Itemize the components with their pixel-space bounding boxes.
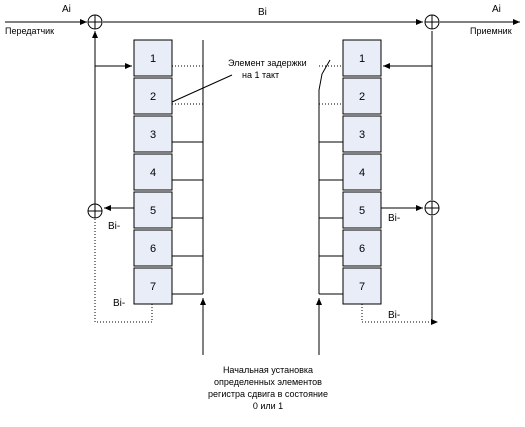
svg-text:2: 2 [150,91,156,103]
delay-note-line: Элемент задержки [228,58,307,68]
register-cell: 3 [133,115,173,153]
register-cell: 3 [342,115,382,153]
init-note-line: регистра сдвига в состояние [208,389,328,399]
transmitter-init-lines [172,40,204,295]
xor-icon [87,203,103,219]
svg-text:6: 6 [150,243,156,255]
svg-text:7: 7 [359,281,365,293]
receiver-register: 1 2 3 4 5 6 7 [342,39,382,305]
svg-text:4: 4 [359,167,365,179]
init-note-line: определенных элементов [214,377,322,387]
receiver-feedback-label: Bi‑ [388,213,400,224]
svg-text:3: 3 [359,129,365,141]
register-cell: 7 [133,267,173,305]
register-cell: 2 [133,77,173,115]
register-cell: 6 [133,229,173,267]
init-note-line: 0 или 1 [253,401,283,411]
svg-text:3: 3 [150,129,156,141]
svg-text:7: 7 [150,281,156,293]
register-cell: 1 [133,39,173,77]
init-arrows [200,298,322,355]
xor-icon [424,200,440,216]
svg-text:5: 5 [359,205,365,217]
transmitter-feedback-label: Bi‑ [108,221,120,232]
register-cell: 1 [342,39,382,77]
transmitter-register: 1 2 3 4 5 6 7 [133,39,173,305]
svg-text:5: 5 [150,205,156,217]
svg-text:2: 2 [359,91,365,103]
channel-label: Bi [258,7,267,18]
delay-note-line: на 1 такт [242,70,279,80]
transmitter-feedback-label: Bi‑ [113,298,125,309]
register-cell: 7 [342,267,382,305]
init-note-line: Начальная установка [223,365,313,375]
svg-text:6: 6 [359,243,365,255]
transmitter-feedback [92,31,153,323]
receiver-init-lines [318,59,343,295]
register-cell: 5 [133,191,173,229]
receiver-output-label: Ai [492,4,501,15]
register-cell: 5 [342,191,382,229]
svg-text:1: 1 [359,53,365,65]
register-cell: 4 [133,153,173,191]
receiver-feedback-label: Bi‑ [388,310,400,321]
delay-note-callout: Элемент задержки на 1 такт [171,58,307,103]
xor-icon [87,14,103,30]
xor-icon [424,14,440,30]
register-cell: 2 [342,77,382,115]
transmitter-input-label: Ai [62,4,71,15]
svg-text:1: 1 [150,53,156,65]
init-note: Начальная установка определенных элемент… [208,365,328,411]
register-cell: 6 [342,229,382,267]
receiver-feedback [361,31,438,325]
transmitter-label: Передатчик [5,26,54,36]
register-cell: 4 [342,153,382,191]
receiver-label: Приемник [470,26,512,36]
svg-text:4: 4 [150,167,156,179]
